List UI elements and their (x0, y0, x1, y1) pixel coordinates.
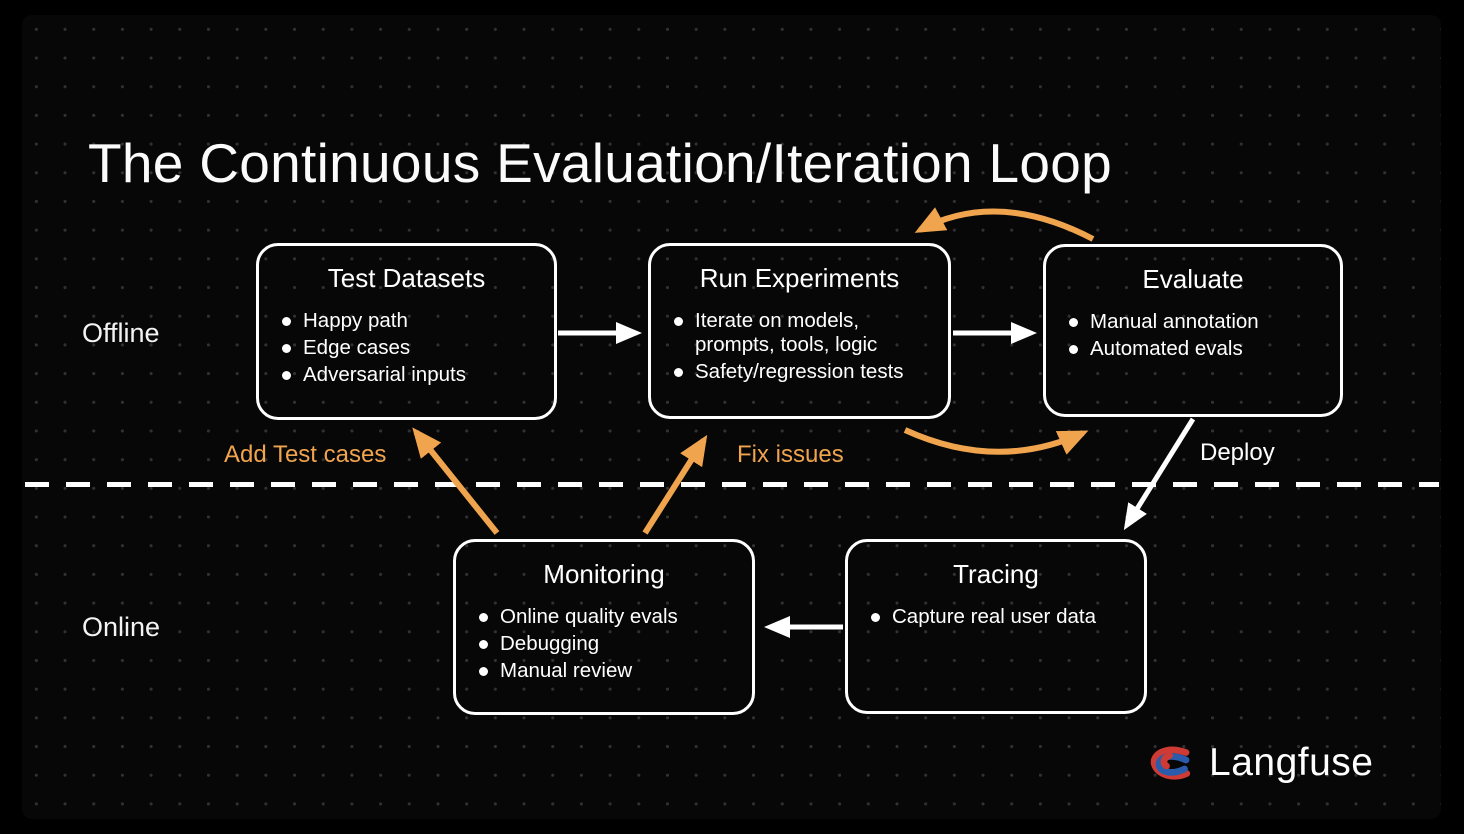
page-title: The Continuous Evaluation/Iteration Loop (88, 131, 1113, 194)
node-title: Tracing (953, 559, 1039, 589)
deploy-label: Deploy (1200, 439, 1275, 466)
bullet-item: Adversarial inputs (279, 363, 546, 387)
node-bullet-list: Manual annotation Automated evals (1046, 310, 1340, 361)
node-title: Test Datasets (327, 263, 486, 293)
node-title: Run Experiments (699, 263, 900, 293)
node-test-datasets: Test Datasets Happy path Edge cases Adve… (256, 243, 557, 420)
node-title: Evaluate (1142, 264, 1244, 294)
offline-online-divider (25, 482, 1439, 487)
langfuse-wordmark: Langfuse (1209, 741, 1374, 784)
node-title: Monitoring (543, 559, 665, 589)
langfuse-logo: Langfuse (1147, 741, 1373, 785)
node-bullet-list: Online quality evals Debugging Manual re… (456, 605, 752, 684)
node-bullet-list: Capture real user data (848, 605, 1144, 629)
node-evaluate: Evaluate Manual annotation Automated eva… (1043, 244, 1343, 417)
node-run-experiments: Run Experiments Iterate on models, promp… (648, 243, 951, 419)
bullet-item: Manual annotation (1066, 310, 1332, 334)
langfuse-knot-icon (1150, 746, 1191, 780)
node-bullet-list: Happy path Edge cases Adversarial inputs (259, 309, 554, 388)
bullet-item: Capture real user data (868, 605, 1136, 629)
node-monitoring: Monitoring Online quality evals Debuggin… (453, 539, 755, 715)
add-test-cases-label: Add Test cases (224, 441, 387, 468)
offline-section-label: Offline (82, 318, 160, 348)
bullet-item: Automated evals (1066, 337, 1332, 361)
bullet-item: Safety/regression tests (671, 360, 940, 384)
bullet-item: Iterate on models, prompts, tools, logic (671, 309, 940, 357)
node-tracing: Tracing Capture real user data (845, 539, 1147, 714)
bullet-item: Debugging (476, 632, 744, 656)
online-section-label: Online (82, 612, 161, 642)
bullet-item: Online quality evals (476, 605, 744, 629)
bullet-item: Happy path (279, 309, 546, 333)
bullet-item: Edge cases (279, 336, 546, 360)
node-bullet-list: Iterate on models, prompts, tools, logic… (651, 309, 948, 385)
bullet-item: Manual review (476, 659, 744, 683)
fix-issues-label: Fix issues (737, 441, 844, 468)
